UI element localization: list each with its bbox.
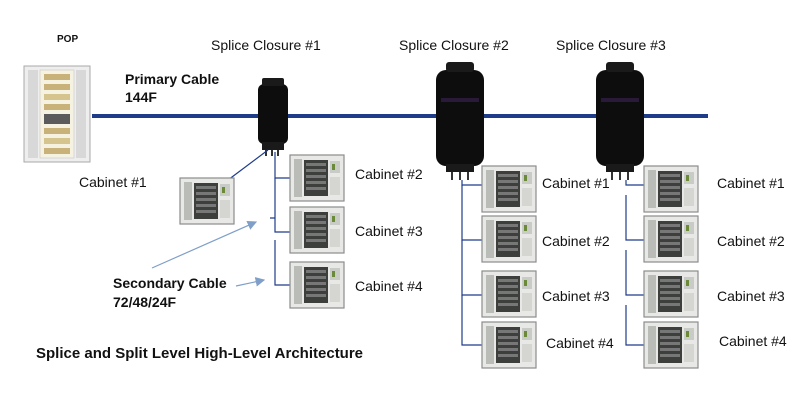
cabinet-image-closure-1-4 [289,261,345,309]
splice-closure-1-label: Splice Closure #1 [211,37,321,53]
cabinet-label-closure-3-1: Cabinet #1 [717,175,785,191]
cabinet-image-closure-1-3 [289,206,345,254]
cabinet-label-closure-2-4: Cabinet #4 [546,335,614,351]
splice-closure-1-image [258,78,288,156]
pop-label: POP [57,34,79,45]
primary-cable-label: Primary Cable 144F [125,70,219,106]
cabinet-image-closure-2-4 [481,321,537,369]
cabinet-image-closure-3-2 [643,215,699,263]
cabinet-image-closure-3-1 [643,165,699,213]
splice-closure-3-label: Splice Closure #3 [556,37,666,53]
cabinet-label-closure-2-2: Cabinet #2 [542,233,610,249]
cabinet-image-closure-3-4 [643,321,699,369]
secondary-cable-fibers: 72/48/24F [113,294,177,310]
cabinet-label-closure-2-3: Cabinet #3 [542,288,610,304]
cabinet-image-closure-2-1 [481,165,537,213]
cabinet-image-closure-2-3 [481,270,537,318]
secondary-cables-closure-2 [461,180,484,346]
cabinet-label-closure-1-1: Cabinet #1 [79,174,147,190]
primary-cable-name: Primary Cable [125,71,220,87]
splice-closure-2-image [436,62,484,180]
cabinet-image-closure-3-3 [643,270,699,318]
cabinet-image-closure-2-2 [481,215,537,263]
splice-closure-3-image [596,62,644,180]
cabinet-image-closure-1-2 [289,154,345,202]
secondary-cables-closure-1 [227,149,292,286]
cabinet-label-closure-1-2: Cabinet #2 [355,166,423,182]
primary-cable-fibers: 144F [125,89,157,105]
cabinet-label-closure-3-2: Cabinet #2 [717,233,785,249]
cabinet-label-closure-3-3: Cabinet #3 [717,288,785,304]
cabinet-label-closure-2-1: Cabinet #1 [542,175,610,191]
cabinet-label-closure-1-4: Cabinet #4 [355,278,423,294]
secondary-cables-closure-3 [625,180,646,346]
cabinet-image-closure-1-1 [179,177,235,225]
cabinet-label-closure-1-3: Cabinet #3 [355,223,423,239]
secondary-cable-label: Secondary Cable 72/48/24F [113,274,227,312]
pop-rack-image [23,65,91,163]
splice-closure-2-label: Splice Closure #2 [399,37,509,53]
secondary-cable-name: Secondary Cable [113,275,227,291]
cabinet-label-closure-3-4: Cabinet #4 [719,333,787,349]
secondary-cable-arrows [151,221,266,287]
diagram-caption: Splice and Split Level High-Level Archit… [36,345,364,362]
